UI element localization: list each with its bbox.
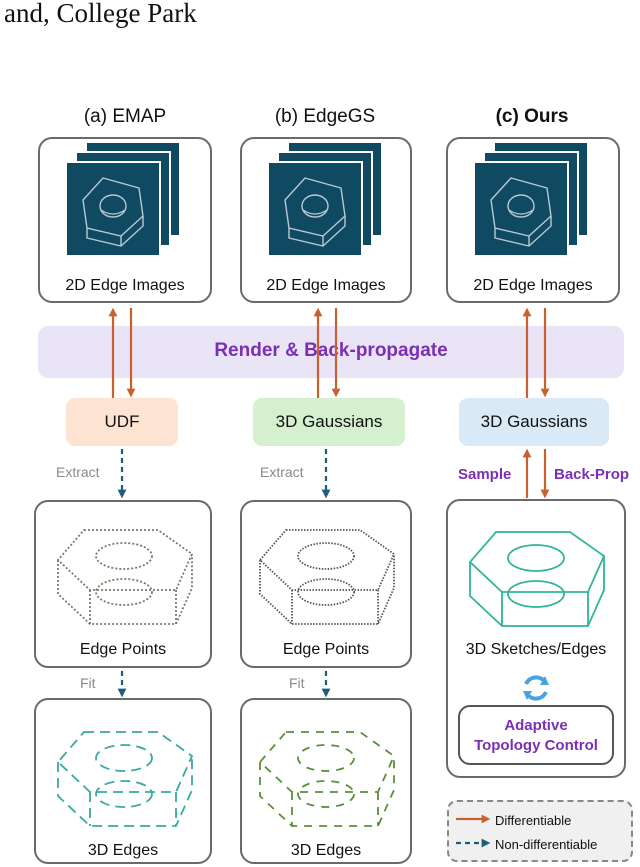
gaussians-node-ours: 3D Gaussians [459, 398, 609, 446]
edges-label: 3D Edges [290, 842, 362, 859]
sketch-label: 3D Sketches/Edges [465, 641, 607, 658]
atc-line-1: Adaptive [504, 717, 568, 734]
edges-wireframe-emap [57, 731, 193, 827]
udf-node: UDF [66, 398, 178, 446]
extract-label-emap: Extract [56, 464, 100, 480]
fit-label-emap: Fit [80, 675, 96, 691]
backprop-label: Back-Prop [554, 466, 630, 483]
adaptive-topology-control-box: Adaptive Topology Control [458, 705, 614, 765]
sample-label: Sample [458, 466, 512, 483]
edge-images-label: 2D Edge Images [473, 277, 593, 294]
edge-images-label: 2D Edge Images [65, 277, 185, 294]
column-title-emap: (a) EMAP [83, 106, 167, 127]
legend-non-differentiable: Non-differentiable [495, 837, 598, 852]
edge-image-stack-emap [66, 142, 180, 256]
edges-wireframe-edgegs [259, 731, 395, 827]
edges-label: 3D Edges [87, 842, 159, 859]
atc-line-2: Topology Control [474, 737, 598, 754]
header-text: and, College Park [4, 0, 197, 28]
render-band-label: Render & Back-propagate [214, 340, 448, 361]
edge-image-stack-ours [474, 142, 588, 256]
edge-points-wireframe-emap [57, 529, 193, 625]
extract-label-edgegs: Extract [260, 464, 304, 480]
column-title-ours: (c) Ours [495, 106, 569, 127]
edge-points-label: Edge Points [79, 641, 167, 658]
legend-differentiable: Differentiable [495, 813, 572, 828]
edge-points-panel-edgegs: Edge Points [240, 500, 412, 668]
edge-points-label: Edge Points [282, 641, 370, 658]
edge-points-panel-emap: Edge Points [34, 500, 212, 668]
sketch-wireframe-ours [469, 531, 605, 627]
edge-points-wireframe-edgegs [259, 529, 395, 625]
edge-images-label: 2D Edge Images [266, 277, 386, 294]
edge-image-stack-edgegs [268, 142, 382, 256]
column-title-edgegs: (b) EdgeGS [274, 106, 376, 127]
gaussians-node-edgegs: 3D Gaussians [253, 398, 405, 446]
cycle-icon [523, 675, 549, 701]
legend: Differentiable Non-differentiable [447, 800, 633, 862]
fit-label-edgegs: Fit [289, 675, 305, 691]
